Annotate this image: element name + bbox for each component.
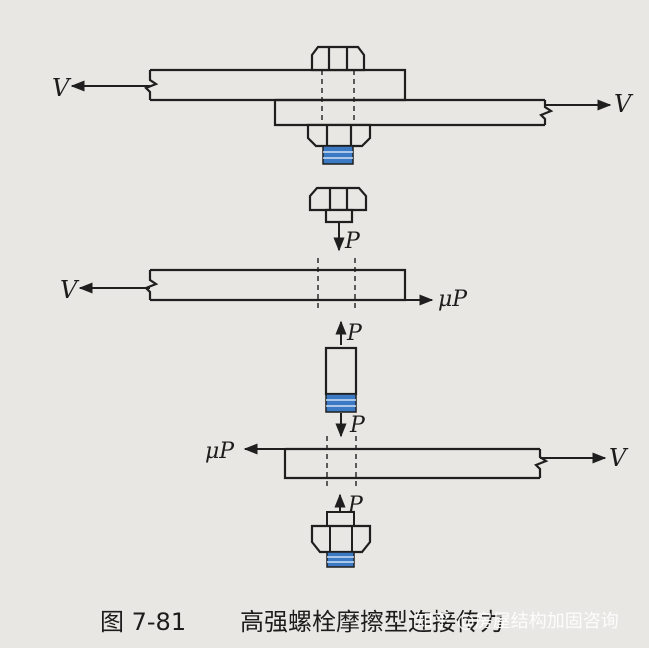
lower-plate-free-body (283, 436, 549, 490)
label-v: V (60, 276, 80, 304)
bolt-shank-free-body (324, 346, 358, 413)
bolt-head-top (310, 45, 366, 72)
label-mup: μP (438, 287, 468, 312)
upper-plate-free-body (144, 258, 407, 312)
nut-bottom (306, 123, 372, 148)
label-p: P (344, 229, 361, 254)
nut-free-body (310, 511, 372, 568)
label-p: P (349, 413, 366, 438)
label-p: P (346, 321, 363, 346)
label-v: V (52, 74, 72, 102)
upper-plate (144, 68, 407, 102)
bolt-head-free-body (308, 186, 368, 224)
bolt-thread-top (322, 145, 354, 165)
label-mup: μP (205, 439, 235, 464)
watermark: 知乎 @房屋结构加固咨询 (415, 611, 619, 632)
figure-title: 高强螺栓摩擦型连接传力 (240, 608, 504, 636)
lower-plate (273, 98, 554, 127)
label-v: V (609, 444, 629, 472)
assembled-joint (144, 45, 554, 148)
figure-number: 图 7-81 (100, 608, 186, 636)
label-v: V (614, 90, 634, 118)
